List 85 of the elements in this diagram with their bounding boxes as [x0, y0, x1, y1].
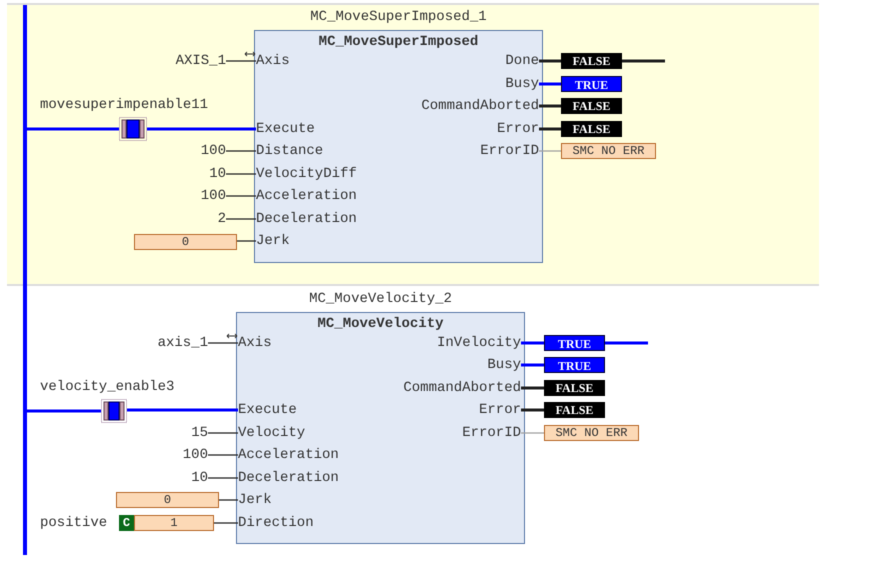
variable-name: movesuperimpenable11	[40, 97, 208, 113]
value-text: 100	[180, 143, 226, 159]
pin-label: CommandAborted	[403, 380, 521, 396]
constant-tag: C	[119, 515, 134, 531]
connector-line	[521, 342, 544, 344]
connector-line	[147, 128, 256, 130]
connector-line	[539, 104, 561, 108]
pin-label: VelocityDiff	[256, 166, 357, 182]
pin-label: Done	[505, 53, 539, 69]
connector-line	[226, 52, 256, 62]
connector-line	[605, 342, 648, 344]
boolean-value-box: TRUE	[544, 335, 605, 351]
variable-name: velocity_enable3	[40, 379, 174, 395]
watch-value-box: SMC NO ERR	[561, 143, 656, 159]
connector-line	[208, 454, 238, 456]
pin-label: Acceleration	[238, 447, 339, 463]
value-text: axis_1	[130, 335, 208, 351]
watch-value-box: 0	[134, 234, 237, 250]
connector-line	[521, 386, 544, 390]
value-text: 15	[162, 425, 208, 441]
connector-line	[237, 240, 256, 242]
pin-label: Axis	[256, 53, 290, 69]
contact-symbol	[119, 117, 147, 141]
watch-value-box: 0	[116, 492, 219, 508]
watch-value-box: SMC NO ERR	[544, 425, 639, 441]
pin-label: Busy	[487, 357, 521, 373]
connector-line	[127, 408, 238, 412]
pin-label: InVelocity	[436, 335, 521, 351]
boolean-value-box: FALSE	[561, 53, 622, 69]
pin-label: Jerk	[238, 492, 272, 508]
connector-line	[539, 150, 561, 152]
connector-line	[219, 499, 238, 501]
value-text: AXIS_1	[150, 53, 226, 69]
boolean-value-box: TRUE	[561, 76, 622, 92]
pin-label: Error	[478, 402, 521, 418]
connector-line	[226, 195, 256, 197]
connector-line	[539, 60, 561, 62]
pin-label: Deceleration	[256, 211, 357, 227]
pin-label: Axis	[238, 335, 272, 351]
connector-line	[521, 408, 544, 412]
constant-name: positive	[40, 515, 108, 531]
value-text: 100	[162, 447, 208, 463]
function-block-type: MC_MoveSuperImposed	[318, 33, 480, 51]
value-text: 2	[180, 211, 226, 227]
pin-label: Execute	[256, 121, 315, 137]
boolean-value-box: FALSE	[561, 121, 622, 137]
connector-line	[27, 128, 119, 130]
watch-value-box: 1	[134, 515, 214, 531]
instance-name: MC_MoveVelocity_2	[308, 290, 453, 308]
contact-symbol	[101, 399, 127, 423]
value-text: 100	[180, 188, 226, 204]
pin-label: Execute	[238, 402, 297, 418]
connector-line	[226, 173, 256, 175]
connector-line	[226, 218, 256, 220]
connector-line	[521, 432, 544, 434]
value-text: 10	[162, 470, 208, 486]
pin-label: Acceleration	[256, 188, 357, 204]
pin-label: Direction	[238, 515, 314, 531]
connector-line	[226, 150, 256, 152]
connector-line	[208, 334, 238, 344]
connector-line	[539, 82, 561, 86]
pin-label: Busy	[505, 76, 539, 92]
pin-label: Velocity	[238, 425, 306, 441]
connector-line	[208, 432, 238, 434]
power-rail	[23, 5, 27, 555]
connector-line	[622, 60, 665, 62]
instance-name: MC_MoveSuperImposed_1	[309, 8, 488, 26]
pin-label: Deceleration	[238, 470, 339, 486]
pin-label: Error	[496, 121, 539, 137]
boolean-value-box: TRUE	[544, 357, 605, 373]
pin-label: Jerk	[256, 233, 290, 249]
function-block-type: MC_MoveVelocity	[316, 315, 445, 333]
pin-label: Distance	[256, 143, 324, 159]
pin-label: CommandAborted	[421, 98, 539, 114]
connector-line	[521, 364, 544, 366]
boolean-value-box: FALSE	[544, 380, 605, 396]
value-text: 10	[180, 166, 226, 182]
pin-label: ErrorID	[480, 143, 539, 159]
boolean-value-box: FALSE	[544, 402, 605, 418]
boolean-value-box: FALSE	[561, 98, 622, 114]
pin-label: ErrorID	[462, 425, 521, 441]
connector-line	[208, 477, 238, 479]
connector-line	[27, 410, 101, 412]
connector-line	[214, 522, 238, 524]
connector-line	[539, 128, 561, 130]
